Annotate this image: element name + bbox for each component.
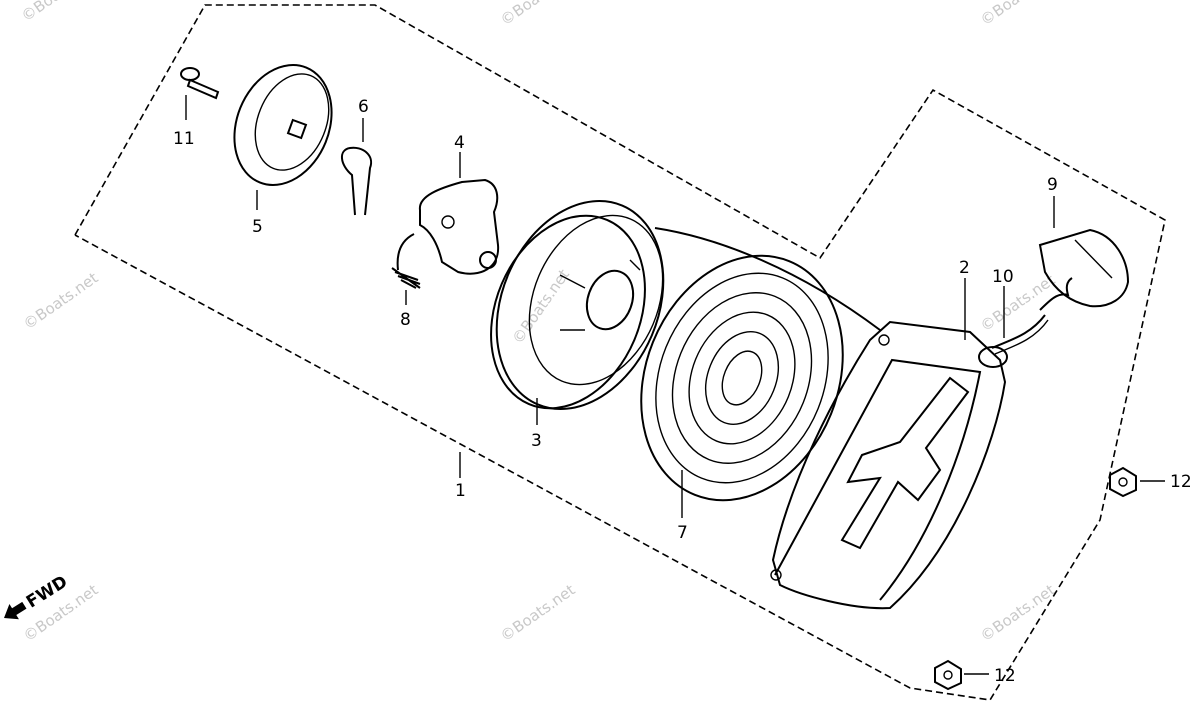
watermark-3: ©Boats.net <box>977 0 1058 29</box>
callout-1: 1 <box>455 481 466 501</box>
callout-6: 6 <box>358 97 369 117</box>
callout-7: 7 <box>677 523 688 543</box>
fwd-arrow-icon <box>4 601 27 620</box>
watermark-4: ©Boats.net <box>20 269 101 334</box>
callout-8: 8 <box>400 310 411 330</box>
watermark-5: ©Boats.net <box>509 266 574 347</box>
nut-part-a <box>1109 466 1165 498</box>
callouts: 1 2 3 4 5 6 7 8 9 10 11 12 12 <box>173 97 1192 686</box>
handle-part <box>1038 196 1130 311</box>
watermark-8: ©Boats.net <box>497 581 578 646</box>
spring-part <box>391 233 421 305</box>
callout-3: 3 <box>531 431 542 451</box>
housing-part <box>770 278 1008 610</box>
callout-12-lower: 12 <box>994 666 1016 686</box>
tube-connector <box>654 227 881 331</box>
watermark-1: ©Boats.net <box>18 0 99 25</box>
callout-2: 2 <box>959 258 970 278</box>
assembly-boundary <box>74 4 1166 701</box>
callout-5: 5 <box>252 217 263 237</box>
nut-part-b <box>934 659 989 691</box>
callout-4: 4 <box>454 133 465 153</box>
bolt-part <box>180 67 220 120</box>
ratchet-part <box>418 152 500 275</box>
callout-9: 9 <box>1047 175 1058 195</box>
clip-part <box>341 118 373 216</box>
spiral-spring-part <box>640 254 844 518</box>
rope-part <box>991 286 1049 355</box>
watermark-9: ©Boats.net <box>977 581 1058 646</box>
callout-12-upper: 12 <box>1170 472 1192 492</box>
cover-plate-part <box>233 63 333 210</box>
reel-part <box>490 200 665 425</box>
callout-11: 11 <box>173 129 195 149</box>
watermark-2: ©Boats.net <box>497 0 578 29</box>
callout-10: 10 <box>992 267 1014 287</box>
